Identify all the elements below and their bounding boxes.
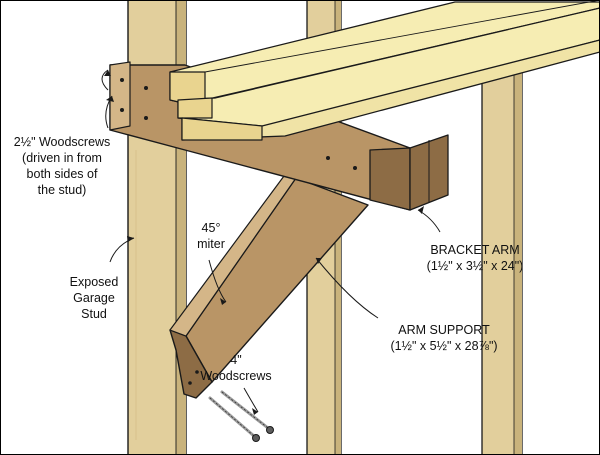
label-bracket-arm-line1: BRACKET ARM [430, 243, 519, 257]
screw-hole [144, 86, 148, 90]
label-bracket-arm: BRACKET ARM (1½" x 3½" x 24") [427, 243, 524, 273]
woodscrew-4in [220, 390, 274, 434]
arrowheads [104, 70, 424, 415]
label-stud-line1: Exposed [70, 275, 119, 289]
label-bracket-arm-line2: (1½" x 3½" x 24") [427, 259, 524, 273]
leader-woodscrews-4in [243, 387, 259, 413]
label-stud: Exposed Garage Stud [70, 275, 119, 321]
screw-hole [144, 116, 148, 120]
screw-hole [120, 78, 124, 82]
screw-hole [195, 370, 199, 374]
label-arm-support: ARM SUPPORT (1½" x 5½" x 28⅞") [390, 323, 497, 353]
screw-hole [326, 156, 330, 160]
label-woodscrews-side-line2: (driven in from [22, 151, 102, 165]
label-woodscrews-side-line4: the stud) [38, 183, 87, 197]
woodscrew-4in [208, 396, 260, 442]
screw-hole [353, 166, 357, 170]
leader-miter [208, 259, 227, 303]
label-miter: 45° miter [197, 221, 225, 251]
label-arm-support-line2: (1½" x 5½" x 28⅞") [390, 339, 497, 353]
arm-support [169, 175, 369, 399]
screw-hole [188, 381, 192, 385]
shelf-planks [169, 0, 600, 141]
label-arm-support-line1: ARM SUPPORT [398, 323, 490, 337]
label-woodscrews-4in-line1: 4" [230, 353, 241, 367]
label-woodscrews-side-line1: 2½" Woodscrews [14, 135, 111, 149]
right-stud-front [481, 59, 523, 455]
label-woodscrews-4in: 4" Woodscrews [200, 353, 271, 383]
leader-arm-support [315, 257, 379, 319]
label-miter-line1: 45° [202, 221, 221, 235]
screw-hole [120, 108, 124, 112]
label-woodscrews-side-line3: both sides of [27, 167, 98, 181]
label-woodscrews-side: 2½" Woodscrews (driven in from both side… [14, 135, 111, 197]
label-stud-line3: Stud [81, 307, 107, 321]
label-miter-line2: miter [197, 237, 225, 251]
leader-bracket-arm [417, 209, 441, 233]
label-woodscrews-4in-line2: Woodscrews [200, 369, 271, 383]
label-stud-line2: Garage [73, 291, 115, 305]
